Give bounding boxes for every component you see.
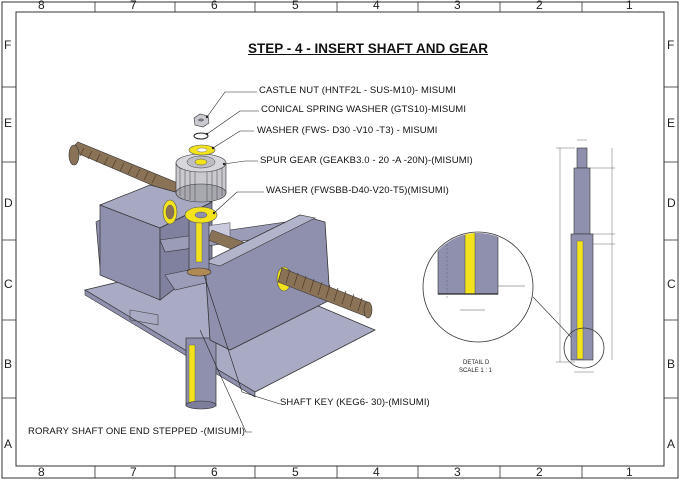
column-label-4: 4 <box>373 0 380 12</box>
lead-screw-right <box>277 267 371 317</box>
lower-shaft-key <box>188 344 196 404</box>
column-label-5-bottom: 5 <box>292 465 299 479</box>
column-label-1-bottom: 1 <box>626 465 633 479</box>
callout-washer-top: WASHER (FWS- D30 -V10 -T3) - MISUMI <box>257 125 438 136</box>
column-label-6: 6 <box>211 0 218 12</box>
row-label-f-right: F <box>667 38 675 52</box>
column-label-1: 1 <box>626 0 633 12</box>
spring-washer <box>193 132 209 140</box>
detail-d-view <box>422 231 573 343</box>
leader-lines <box>199 91 281 433</box>
callout-castle-nut: CASTLE NUT (HNTF2L - SUS-M10)- MISUMI <box>259 85 456 96</box>
column-label-3-bottom: 3 <box>454 465 461 479</box>
callout-spur-gear: SPUR GEAR (GEAKB3.0 - 20 -A -20N)-(MISUM… <box>260 155 473 166</box>
column-label-6-bottom: 6 <box>211 465 218 479</box>
callout-conical-spring-washer: CONICAL SPRING WASHER (GTS10)-MISUMI <box>261 104 467 115</box>
base-slot <box>129 309 159 326</box>
column-label-7-bottom: 7 <box>130 465 137 479</box>
row-label-c-right: C <box>667 277 676 291</box>
row-label-e: E <box>4 116 13 130</box>
callout-rotary-shaft: RORARY SHAFT ONE END STEPPED -(MISUMI) <box>28 426 246 437</box>
column-label-8: 8 <box>38 0 45 12</box>
column-label-4-bottom: 4 <box>373 465 380 479</box>
drawing-title: STEP - 4 - INSERT SHAFT AND GEAR <box>248 41 489 56</box>
castle-nut <box>193 113 210 128</box>
column-label-2-bottom: 2 <box>536 465 543 479</box>
row-label-c: C <box>4 277 13 291</box>
detail-scale: SCALE 1 : 1 <box>459 368 493 374</box>
row-label-a-right: A <box>667 437 676 451</box>
shaft-drawing <box>556 139 615 373</box>
column-label-8-bottom: 8 <box>38 465 45 479</box>
row-label-d-right: D <box>667 196 676 210</box>
row-label-d: D <box>4 196 13 210</box>
shaft-collar <box>186 267 212 277</box>
column-label-3: 3 <box>454 0 461 12</box>
row-label-e-right: E <box>667 116 676 130</box>
row-label-f: F <box>4 38 12 52</box>
column-label-2: 2 <box>536 0 543 12</box>
callout-washer-lower: WASHER (FWSBB-D40-V20-T5)(MISUMI) <box>266 185 449 196</box>
row-label-a: A <box>4 437 13 451</box>
detail-name: DETAIL D <box>463 360 490 366</box>
callout-shaft-key: SHAFT KEY (KEG6- 30)-(MISUMI) <box>280 397 430 408</box>
spur-gear <box>175 153 227 203</box>
column-label-5: 5 <box>292 0 299 12</box>
inner-border <box>15 11 665 467</box>
row-label-b: B <box>4 357 13 371</box>
column-label-7: 7 <box>130 0 137 12</box>
row-label-b-right: B <box>667 357 676 371</box>
